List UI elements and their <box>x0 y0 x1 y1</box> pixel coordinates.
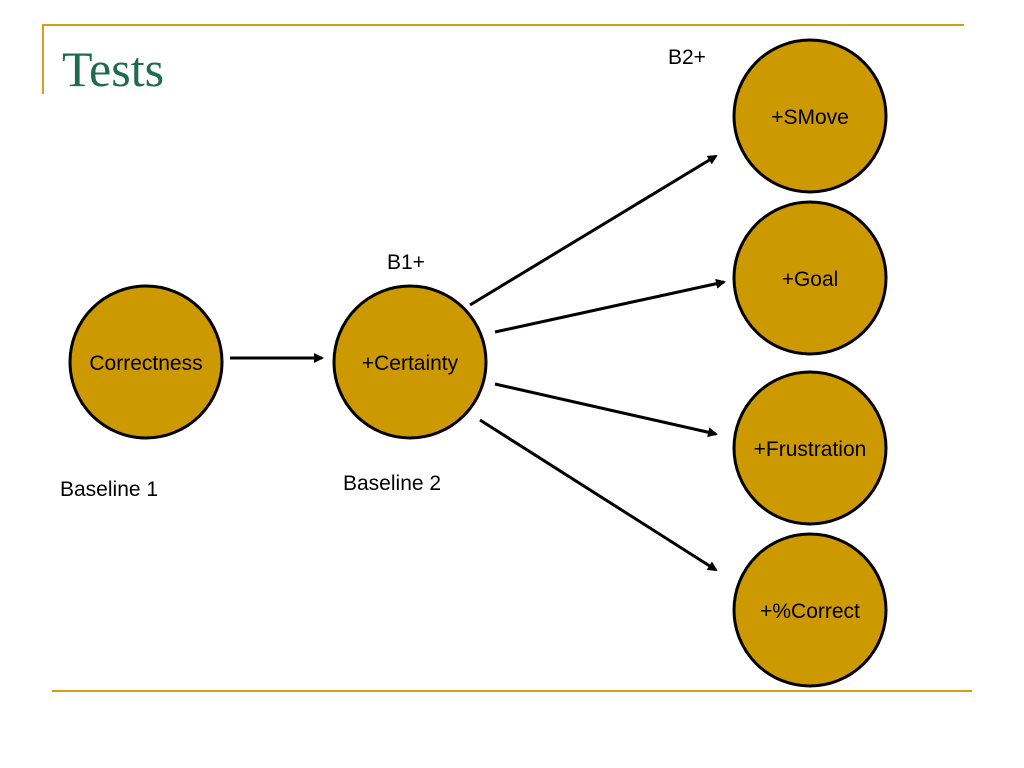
node-frustration: +Frustration <box>732 370 888 526</box>
left-rule <box>42 24 44 94</box>
slide-title: Tests <box>62 41 165 97</box>
node-pct-correct: +%Correct <box>732 532 888 688</box>
edge-certainty-pct-correct <box>479 418 718 572</box>
node-correctness-label: Correctness <box>89 352 202 375</box>
node-correctness: Correctness <box>68 284 224 440</box>
caption-baseline-1: Baseline 1 <box>60 478 158 501</box>
top-rule <box>42 24 964 26</box>
caption-b1-plus: B1+ <box>387 251 425 274</box>
node-smove-label: +SMove <box>771 106 849 129</box>
node-smove: +SMove <box>732 38 888 194</box>
node-frustration-label: +Frustration <box>754 438 867 461</box>
caption-b2-plus: B2+ <box>668 46 706 69</box>
node-certainty-label: +Certainty <box>362 352 459 375</box>
edge-certainty-smove <box>469 154 718 307</box>
caption-baseline-2: Baseline 2 <box>343 472 441 495</box>
node-goal-label: +Goal <box>782 268 839 291</box>
node-pct-correct-label: +%Correct <box>760 600 860 623</box>
bottom-rule <box>52 690 972 692</box>
node-certainty: +Certainty <box>332 284 488 440</box>
edge-certainty-goal <box>494 278 726 334</box>
node-goal: +Goal <box>732 200 888 356</box>
edge-certainty-frustration <box>494 382 718 438</box>
